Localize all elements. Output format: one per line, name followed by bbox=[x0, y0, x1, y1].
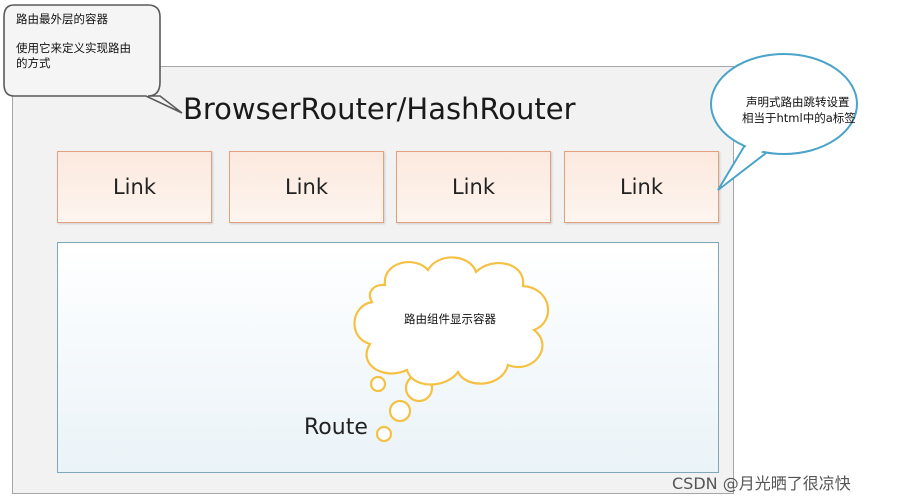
link-label-2: Link bbox=[284, 175, 328, 199]
link-box-3: Link bbox=[396, 151, 551, 223]
link-note-line-1: 声明式路由跳转设置 bbox=[746, 95, 850, 109]
link-box-4: Link bbox=[564, 151, 719, 223]
link-label-3: Link bbox=[451, 175, 495, 199]
container-note-line-2: 使用它来定义实现路由 bbox=[16, 41, 131, 55]
route-note-line-1: 路由组件显示容器 bbox=[404, 312, 496, 326]
link-label-4: Link bbox=[619, 175, 663, 199]
watermark: CSDN @月光晒了很凉快 bbox=[672, 474, 851, 493]
container-note-line-3: 的方式 bbox=[16, 56, 51, 70]
route-label: Route bbox=[304, 415, 368, 440]
container-note-callout bbox=[3, 4, 183, 114]
link-note-callout bbox=[710, 53, 858, 191]
link-box-1: Link bbox=[57, 151, 212, 223]
container-note-line-1: 路由最外层的容器 bbox=[16, 12, 108, 26]
link-note-line-2: 相当于html中的a标签 bbox=[742, 111, 856, 125]
link-box-2: Link bbox=[229, 151, 384, 223]
router-container-title: BrowserRouter/HashRouter bbox=[183, 92, 576, 126]
link-label-1: Link bbox=[112, 175, 156, 199]
route-note-cloud bbox=[353, 256, 550, 443]
